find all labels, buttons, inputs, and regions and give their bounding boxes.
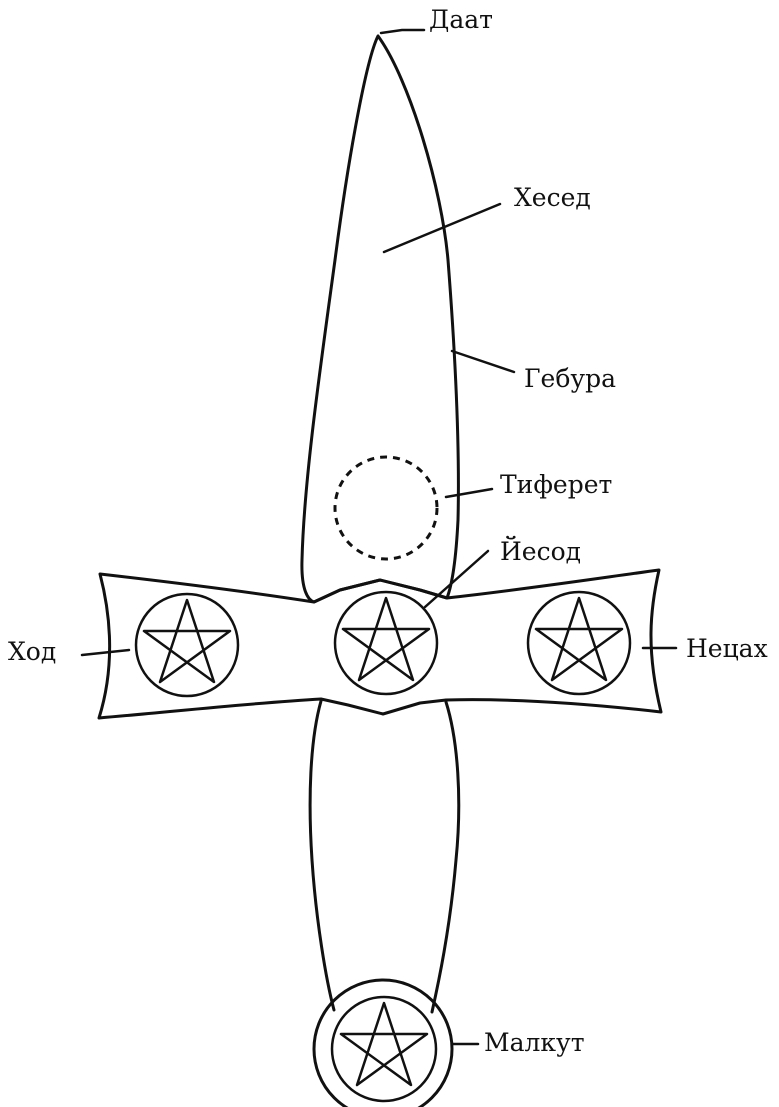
yesod-leader (425, 551, 488, 607)
dagger-blade (302, 36, 459, 602)
dagger-handle (310, 701, 459, 1012)
gebura-leader (452, 351, 514, 372)
tiferet-dashed-circle (335, 457, 437, 559)
label-hesed: Хесед (514, 183, 591, 212)
label-netsah: Нецах (686, 634, 768, 663)
yesod-pentagram-icon (335, 592, 437, 694)
netsah-pentagram-icon (528, 592, 630, 694)
dagger-pommel (314, 980, 452, 1107)
malkut-pentagram-icon (332, 997, 436, 1101)
hod-leader (82, 650, 129, 655)
label-tiferet: Тиферет (500, 470, 612, 499)
label-gebura: Гебура (524, 364, 616, 393)
hod-pentagram-icon (136, 594, 238, 696)
label-yesod: Йесод (500, 536, 581, 566)
label-hod: Ход (8, 637, 56, 666)
daat-leader (381, 30, 424, 33)
tiferet-leader (446, 489, 492, 497)
label-daat: Даат (429, 5, 493, 34)
label-malkut: Малкут (484, 1028, 585, 1057)
